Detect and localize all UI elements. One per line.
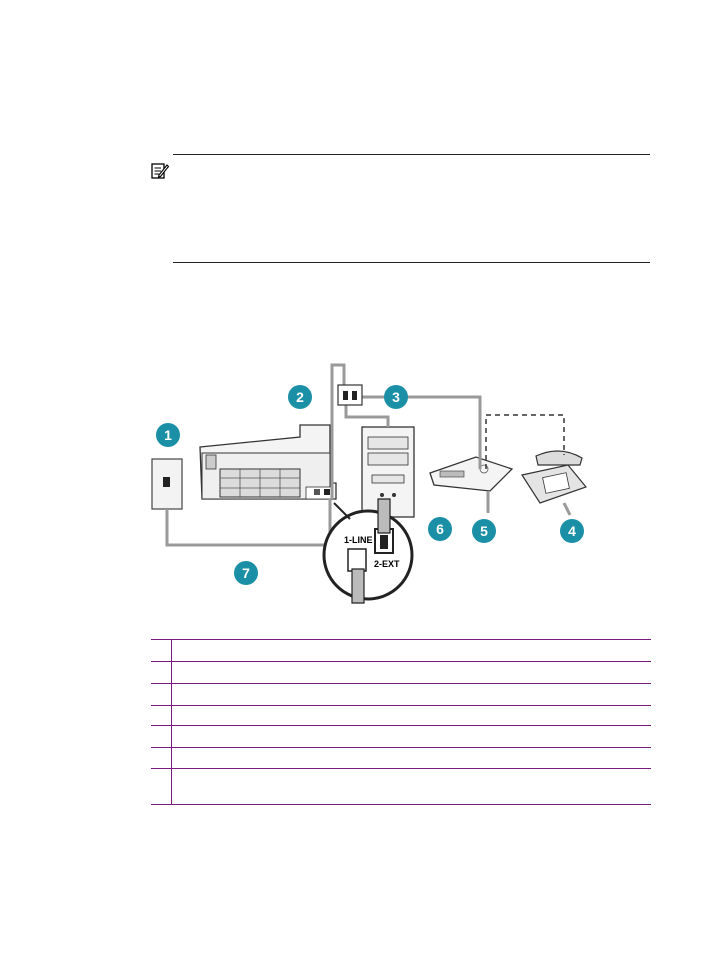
wall-jack-illustration	[151, 458, 183, 510]
phone-line-setup-figure: 1 2 3 4 5 6 7 1-LINE 2-EXT	[150, 363, 590, 613]
legend-description	[171, 768, 651, 805]
callout-5: 5	[472, 519, 496, 543]
callout-1: 1	[156, 423, 180, 447]
setup-illustration	[151, 363, 588, 604]
telephone-illustration	[521, 450, 588, 504]
legend-number	[151, 661, 172, 684]
note-pencil-icon	[151, 163, 169, 179]
answering-machine-illustration	[429, 456, 514, 492]
port-label-ext: 2-EXT	[374, 559, 400, 569]
callout-2: 2	[288, 385, 312, 409]
callout-7: 7	[234, 561, 258, 585]
legend-number	[151, 725, 172, 748]
legend-description	[171, 683, 651, 706]
table-row	[151, 705, 651, 726]
legend-number	[151, 768, 172, 805]
legend-number	[151, 683, 172, 706]
printer-illustration	[199, 424, 337, 500]
legend-number	[151, 705, 172, 726]
table-row	[151, 639, 651, 662]
legend-description	[171, 661, 651, 684]
table-row	[151, 683, 651, 706]
callout-3: 3	[384, 385, 408, 409]
port-magnifier	[322, 498, 414, 604]
legend-description	[171, 747, 651, 769]
table-row	[151, 747, 651, 769]
legend-description	[171, 725, 651, 748]
legend-table	[151, 639, 651, 805]
table-row	[151, 725, 651, 748]
legend-description	[171, 705, 651, 726]
dashed-connection	[485, 414, 565, 469]
port-label-line: 1-LINE	[344, 535, 373, 545]
legend-description	[171, 639, 651, 662]
note-block	[151, 154, 651, 264]
splitter-illustration	[337, 384, 363, 406]
table-row	[151, 661, 651, 684]
table-row	[151, 768, 651, 805]
callout-4: 4	[560, 519, 584, 543]
legend-number	[151, 639, 172, 662]
legend-number	[151, 747, 172, 769]
note-top-rule	[173, 154, 650, 155]
note-bottom-rule	[173, 262, 650, 263]
callout-6: 6	[428, 517, 452, 541]
